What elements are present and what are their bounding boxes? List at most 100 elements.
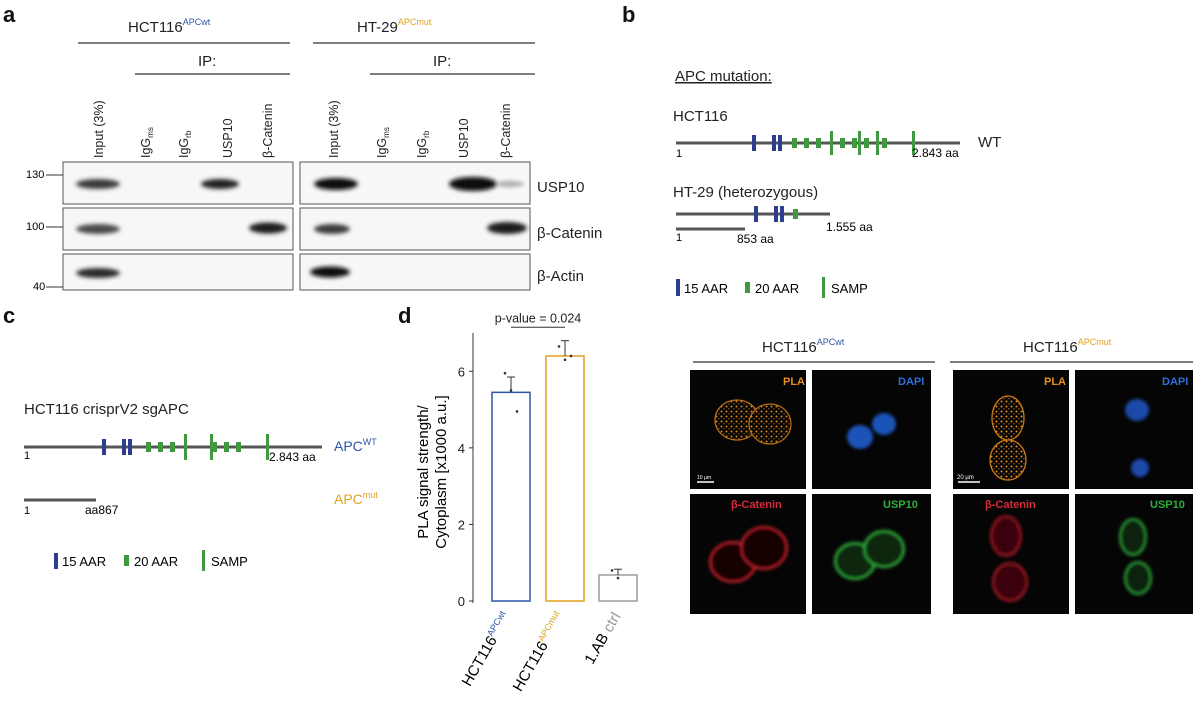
data-point (569, 354, 573, 358)
data-point (610, 569, 614, 572)
micro-wt-dapi: DAPI (812, 370, 931, 489)
hct116-domains (752, 131, 915, 155)
aar20-domain (793, 209, 798, 219)
data-point (563, 358, 567, 362)
panel-letter-b: b (622, 2, 635, 27)
lane-label-catenin-2: β-Catenin (499, 104, 513, 158)
aar15-domain (752, 135, 756, 151)
hct116-wt: WT (978, 134, 1001, 151)
x-tick-labels: HCT116APCwt HCT116APCmut 1.AB ctrl (459, 609, 625, 695)
channel-label-dapi-wt: DAPI (898, 376, 924, 388)
aar20-domain (146, 442, 151, 452)
aar15-domain (102, 439, 106, 455)
x-tick-label-ctrl: 1.AB ctrl (581, 610, 624, 668)
ht29-start: 1 (676, 232, 682, 244)
samp-domain (210, 434, 213, 460)
ht29-label: HT-29 (heterozygous) (673, 184, 818, 201)
data-point (557, 345, 561, 348)
scalebar-text-mut: 20 µm (957, 475, 974, 481)
channel-label-dapi-mut: DAPI (1162, 376, 1188, 388)
apc-mutation-title: APC mutation: (675, 68, 772, 85)
ht29-domains (754, 206, 798, 222)
channel-label-catenin-mut: β-Catenin (985, 499, 1036, 511)
panel-c-title: HCT116 crisprV2 sgAPC (24, 401, 189, 418)
data-point (515, 410, 519, 413)
micro-header-mut: HCT116APCmut (1023, 337, 1112, 356)
apc-wt-start: 1 (24, 450, 30, 462)
apc-wt-end: 2.843 aa (269, 450, 316, 464)
ip-label-2: IP: (433, 53, 451, 70)
aar15-domain (778, 135, 782, 151)
marker-100: 100 (26, 221, 44, 233)
samp-domain (858, 131, 861, 155)
bar (491, 391, 531, 602)
legend-c-20aar: 20 AAR (134, 554, 178, 569)
legend-c-20aar-swatch (124, 555, 129, 566)
aar15-domain (122, 439, 126, 455)
blot-actin-2 (299, 253, 531, 291)
channel-label-catenin-wt: β-Catenin (731, 499, 782, 511)
channel-label-pla-mut: PLA (1044, 376, 1066, 388)
aar15-domain (128, 439, 132, 455)
bar (545, 355, 585, 602)
legend-c-15aar-swatch (54, 553, 58, 569)
legend-c-15aar: 15 AAR (62, 554, 106, 569)
ht29-trunc: 853 aa (737, 232, 774, 246)
legend-b-15aar: 15 AAR (684, 281, 728, 296)
legend-c-samp-swatch (202, 550, 205, 571)
lane-label-usp10-2: USP10 (457, 118, 471, 158)
blot-label-usp10: USP10 (537, 179, 585, 196)
panel-c: c HCT116 crisprV2 sgAPC 1 2.843 aa APCWT… (3, 303, 378, 571)
samp-domain (876, 131, 879, 155)
micro-mut-catenin: β-Catenin (953, 494, 1069, 614)
aar20-domain (852, 138, 857, 148)
legend-b: 15 AAR 20 AAR SAMP (676, 277, 868, 298)
legend-b-samp: SAMP (831, 281, 868, 296)
blot-label-catenin: β-Catenin (537, 225, 602, 242)
y-tick-label: 2 (458, 517, 465, 532)
aar20-domain (792, 138, 797, 148)
legend-b-20aar: 20 AAR (755, 281, 799, 296)
data-point (503, 371, 507, 375)
micro-mut-dapi: DAPI (1075, 370, 1193, 489)
legend-c: 15 AAR 20 AAR SAMP (54, 550, 248, 571)
samp-domain (184, 434, 187, 460)
micro-wt-pla: 10 µm PLA (690, 370, 806, 489)
blot-usp10-1 (62, 161, 294, 205)
lane-labels-1: Input (3%) IgGms IgGrb USP10 β-Catenin (92, 100, 275, 158)
lane-label-igg-rb: IgGrb (177, 130, 193, 158)
lane-label-input: Input (3%) (92, 100, 106, 158)
aar20-domain (236, 442, 241, 452)
marker-130: 130 (26, 169, 44, 181)
legend-b-samp-swatch (822, 277, 825, 298)
aar20-domain (804, 138, 809, 148)
data-point (509, 389, 513, 392)
y-tick-label: 6 (458, 364, 465, 379)
lane-label-igg-rb-2: IgGrb (415, 130, 431, 158)
aar20-domain (212, 442, 217, 452)
lane-label-usp10: USP10 (221, 118, 235, 158)
channel-label-pla-wt: PLA (783, 376, 805, 388)
hct116-start: 1 (676, 148, 682, 160)
samp-domain (912, 131, 915, 155)
panel-b: b APC mutation: HCT116 1 2.843 aa WT HT-… (622, 2, 1001, 298)
lane-labels-2: Input (3%) IgGms IgGrb USP10 β-Catenin (327, 100, 513, 158)
aar20-domain (170, 442, 175, 452)
panel-letter-c: c (3, 303, 15, 328)
blot-catenin-2 (299, 207, 531, 251)
micro-header-wt: HCT116APCwt (762, 337, 845, 356)
aar20-domain (224, 442, 229, 452)
aar15-domain (754, 206, 758, 222)
blot-catenin-1 (62, 207, 294, 251)
lane-label-igg-ms-2: IgGms (375, 127, 391, 158)
aar20-domain (882, 138, 887, 148)
channel-label-usp10-mut: USP10 (1150, 499, 1185, 511)
legend-c-samp: SAMP (211, 554, 248, 569)
aar15-domain (780, 206, 784, 222)
y-tick-label: 0 (458, 594, 465, 609)
samp-domain (830, 131, 833, 155)
y-axis-label-2: Cytoplasm [x1000 a.u.] (433, 395, 450, 548)
lane-label-input-2: Input (3%) (327, 100, 341, 158)
aar15-domain (772, 135, 776, 151)
